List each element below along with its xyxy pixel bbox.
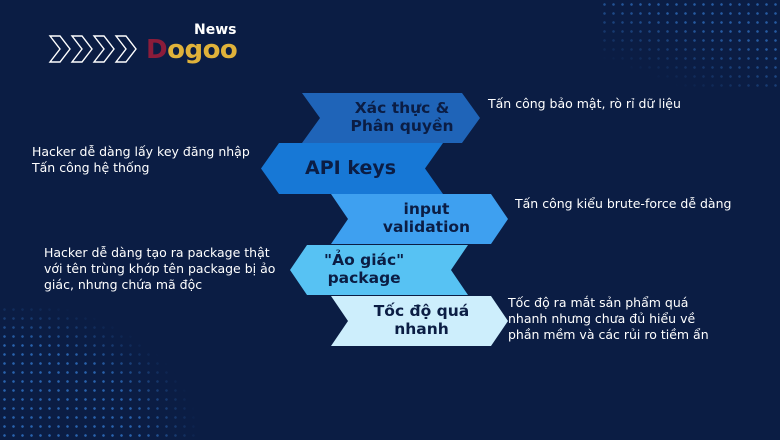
arrow-left-shape [290,245,468,295]
logo-d-glyph: D [146,35,168,65]
chevrons-icon [48,35,137,63]
step-label: Xác thực & Phân quyền [350,99,454,135]
step-api-keys-ribbon: API keys [261,143,443,194]
dot-pattern-top-right [600,0,780,90]
logo-goo-text: ogoo [167,35,238,65]
logo-brand-text: Dogoo [146,35,238,65]
step-label: "Ảo giác" package [324,251,405,287]
arrow-left-shape [261,143,443,194]
step-input-validation-description: Tấn công kiểu brute-force dễ dàng [515,196,732,211]
step-input-validation-ribbon: input validation [331,194,508,244]
logo-news-text: News [194,22,237,38]
dogoo-news-logo: News Dogoo [48,22,248,72]
arrow-right-shape [331,296,508,346]
step-auth-ribbon: Xác thực & Phân quyền [302,93,480,143]
step-api-keys-description: Hacker dễ dàng lấy key đăng nhập Tấn côn… [32,144,250,175]
step-speed-ribbon: Tốc độ quá nhanh [331,296,508,346]
step-hallucinated-package-description: Hacker dễ dàng tạo ra package thật với t… [44,245,276,292]
dot-pattern-bottom-left [0,305,200,440]
step-label: API keys [305,156,397,179]
step-label: Tốc độ quá nhanh [373,302,470,338]
step-label: input validation [382,200,471,236]
step-auth-description: Tấn công bảo mật, rò rỉ dữ liệu [488,96,681,111]
step-hallucinated-package-ribbon: "Ảo giác" package [290,245,468,295]
arrow-right-shape [331,194,508,244]
step-speed-description: Tốc độ ra mắt sản phẩm quá nhanh nhưng c… [508,295,709,342]
arrow-right-shape [302,93,480,143]
